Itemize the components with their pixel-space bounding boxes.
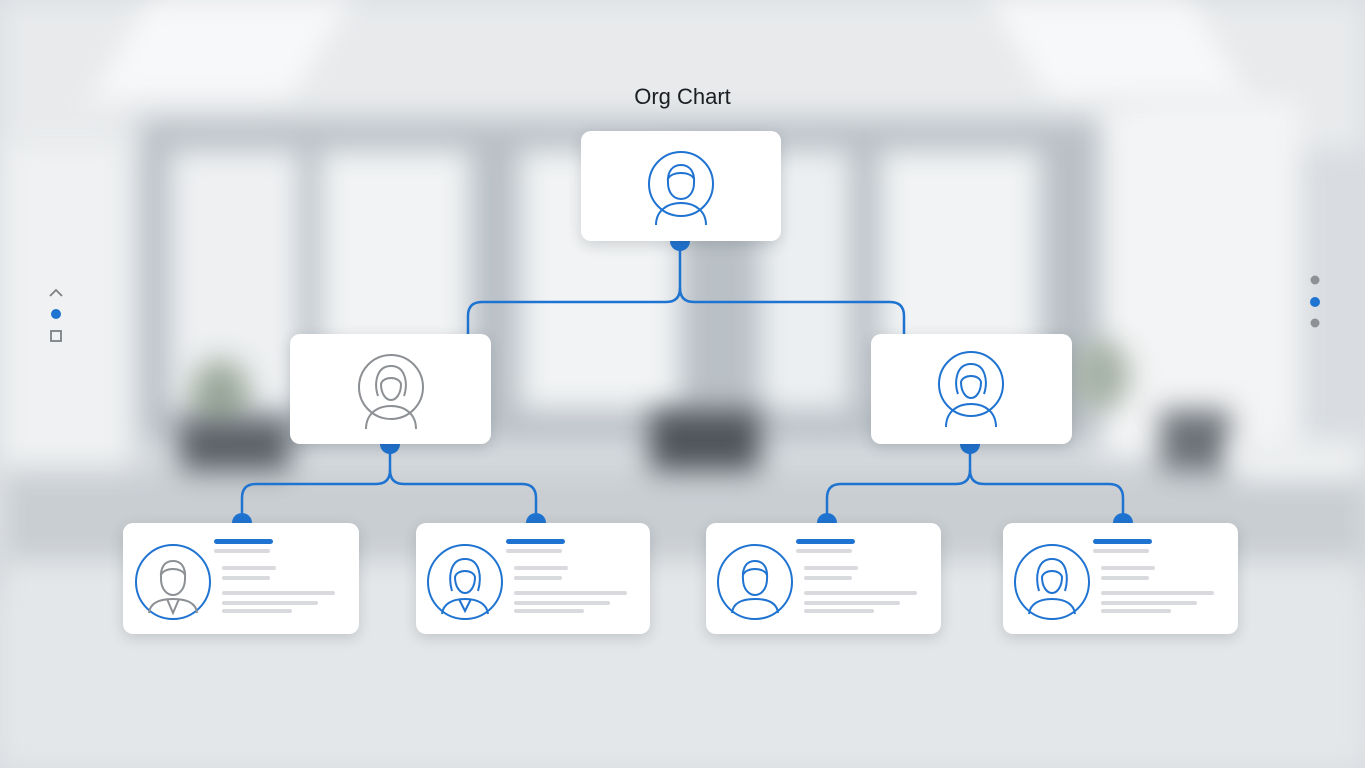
org-node-manager-left[interactable] — [290, 334, 491, 444]
detail-line — [222, 566, 276, 570]
title-line — [1093, 549, 1149, 553]
connector-root — [678, 244, 906, 334]
square-icon[interactable] — [50, 330, 62, 342]
staff-card-content — [427, 539, 627, 620]
staff-card-content — [135, 539, 335, 620]
person-male-icon — [648, 151, 714, 226]
name-line — [796, 539, 855, 544]
title-line — [796, 549, 852, 553]
name-line — [506, 539, 565, 544]
connector-root-left — [466, 287, 682, 334]
detail-line — [514, 566, 568, 570]
connector-left — [240, 447, 392, 520]
detail-line — [514, 609, 584, 613]
org-node-root[interactable] — [581, 131, 781, 241]
org-node-staff-3[interactable] — [706, 523, 941, 634]
org-node-manager-right[interactable] — [871, 334, 1072, 444]
org-node-staff-1[interactable] — [123, 523, 359, 634]
detail-line — [804, 601, 900, 605]
staff-card-content — [717, 539, 917, 620]
active-dot-icon[interactable] — [1310, 297, 1320, 307]
detail-line — [804, 576, 852, 580]
connector-left-right — [388, 469, 538, 520]
detail-line — [804, 566, 858, 570]
connector-right-right — [968, 469, 1125, 520]
detail-line — [222, 591, 335, 595]
staff-card-content — [1014, 539, 1214, 620]
detail-line — [222, 609, 292, 613]
org-node-staff-4[interactable] — [1003, 523, 1238, 634]
connector-dot-staff-3 — [817, 513, 837, 523]
detail-line — [1101, 576, 1149, 580]
person-male-icon — [717, 544, 793, 620]
detail-line — [804, 609, 874, 613]
detail-line — [514, 601, 610, 605]
chevron-up-icon[interactable] — [49, 288, 63, 297]
detail-line — [804, 591, 917, 595]
connector-dot-staff-4 — [1113, 513, 1133, 523]
right-pagination — [1307, 272, 1323, 337]
name-line — [214, 539, 273, 544]
detail-line — [1101, 601, 1197, 605]
detail-line — [1101, 566, 1155, 570]
connector-dot-staff-1 — [232, 513, 252, 523]
detail-line — [222, 576, 270, 580]
title-line — [506, 549, 562, 553]
detail-line — [222, 601, 318, 605]
person-female-icon — [938, 351, 1004, 428]
person-female-icon — [1014, 544, 1090, 620]
connector-dot-manager-right — [960, 444, 980, 454]
person-female-icon — [358, 354, 424, 430]
title-line — [214, 549, 270, 553]
detail-line — [514, 576, 562, 580]
left-navigation — [46, 283, 66, 350]
org-node-staff-2[interactable] — [416, 523, 650, 634]
person-female-suit-icon — [427, 544, 503, 620]
connector-right — [825, 447, 972, 520]
detail-line — [1101, 591, 1214, 595]
connector-dot-manager-left — [380, 444, 400, 454]
detail-line — [1101, 609, 1171, 613]
active-dot-icon[interactable] — [51, 309, 61, 319]
name-line — [1093, 539, 1152, 544]
page-title: Org Chart — [634, 84, 731, 109]
detail-line — [514, 591, 627, 595]
dot-icon[interactable] — [1310, 318, 1320, 328]
person-male-suit-icon — [135, 544, 211, 620]
connector-dot-staff-2 — [526, 513, 546, 523]
connector-dot-root — [670, 241, 690, 251]
dot-icon[interactable] — [1310, 275, 1320, 285]
